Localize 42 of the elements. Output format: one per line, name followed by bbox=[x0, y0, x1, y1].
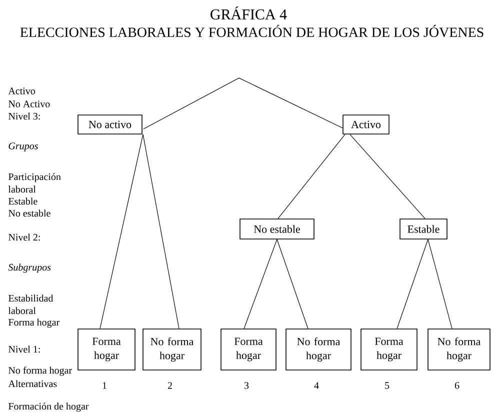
category-box: Estable bbox=[400, 218, 448, 240]
tree-branch-line bbox=[428, 239, 452, 329]
row-label: Forma hogar bbox=[8, 318, 60, 328]
row-label: No Activo bbox=[8, 100, 50, 108]
row-label: Activo bbox=[8, 88, 36, 94]
tree-branch-line bbox=[100, 134, 144, 329]
title: GRÁFICA 4 bbox=[210, 6, 287, 20]
row-label: Participación laboral bbox=[8, 173, 61, 193]
alternative-number: 6 bbox=[454, 382, 460, 389]
tree-branch-line bbox=[142, 134, 180, 329]
row-label: Nivel 2: bbox=[8, 234, 40, 241]
alternative-number: 3 bbox=[244, 382, 249, 389]
category-box: No activo bbox=[78, 114, 142, 134]
row-label: Subgrupos bbox=[8, 264, 51, 273]
alternative-number: 5 bbox=[385, 382, 390, 389]
category-box: Activo bbox=[342, 114, 390, 134]
leaf-box: Forma hogar bbox=[220, 328, 276, 370]
category-box: No estable bbox=[240, 218, 314, 240]
leaf-box: No forma hogar bbox=[142, 328, 202, 370]
alternative-number: 2 bbox=[168, 382, 172, 389]
row-label: Formación de hogar bbox=[8, 402, 89, 412]
tree-branch-line bbox=[143, 78, 343, 130]
row-label: Alternativas bbox=[8, 380, 57, 388]
row-label: Nivel 1: bbox=[8, 346, 40, 353]
leaf-box: Forma hogar bbox=[360, 328, 418, 370]
row-label: Estable bbox=[8, 198, 38, 205]
tree-branch-line bbox=[278, 134, 346, 219]
row-label: Nivel 3: bbox=[8, 112, 40, 120]
row-label: Grupos bbox=[8, 142, 38, 152]
leaf-box: Forma hogar bbox=[78, 328, 136, 370]
tree-branch-line bbox=[396, 239, 428, 329]
leaf-box: No forma hogar bbox=[428, 328, 490, 370]
row-label: No estable bbox=[8, 210, 50, 217]
alternative-number: 1 bbox=[102, 382, 106, 389]
tree-branch-line bbox=[244, 239, 278, 329]
row-label: No forma hogar bbox=[8, 366, 72, 376]
tree-branch-line bbox=[350, 134, 426, 219]
row-label: Estabilidad laboral bbox=[8, 294, 54, 314]
alternative-number: 4 bbox=[314, 382, 319, 389]
tree-branch-line bbox=[276, 239, 308, 329]
subtitle: ELECCIONES LABORALES Y FORMACIÓN DE HOGAR DE LOS JÓVENES bbox=[20, 24, 484, 38]
leaf-box: No forma hogar bbox=[286, 328, 352, 370]
